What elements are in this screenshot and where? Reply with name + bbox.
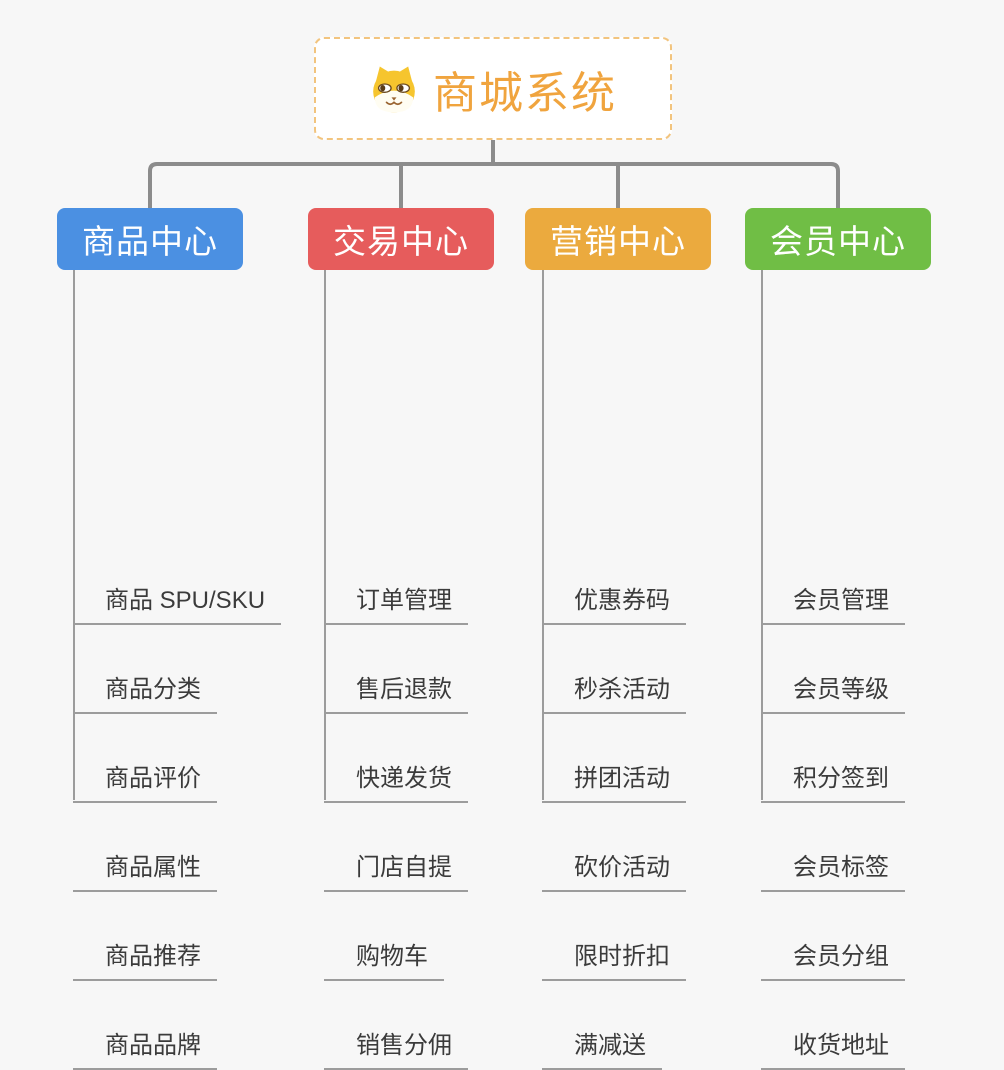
branch-label: 商品中心 xyxy=(82,223,218,260)
leaf-node[interactable]: 会员分组 xyxy=(761,942,905,981)
leaf-node[interactable]: 门店自提 xyxy=(324,853,468,892)
leaf-node[interactable]: 商品推荐 xyxy=(73,942,217,981)
leaf-node[interactable]: 限时折扣 xyxy=(542,942,686,981)
leaf-node[interactable]: 积分签到 xyxy=(761,764,905,803)
mindmap-canvas: 商城系统 商品中心 交易中心 营销中心 会员中心 商品 SPU/SKU 商品分类… xyxy=(57,37,1004,1070)
branch-trade-center[interactable]: 交易中心 xyxy=(308,208,494,270)
leaf-node[interactable]: 会员标签 xyxy=(761,853,905,892)
branch-product-center[interactable]: 商品中心 xyxy=(57,208,243,270)
leaf-node[interactable]: 优惠券码 xyxy=(542,586,686,625)
branch-label: 营销中心 xyxy=(550,223,686,260)
branch-label: 会员中心 xyxy=(770,223,906,260)
leaf-node[interactable]: 商品评价 xyxy=(73,764,217,803)
product-center-leaves: 商品 SPU/SKU 商品分类 商品评价 商品属性 商品推荐 商品品牌 xyxy=(73,270,333,1070)
dog-face-icon xyxy=(369,64,419,114)
leaf-node[interactable]: 满减送 xyxy=(542,1031,662,1070)
root-node[interactable]: 商城系统 xyxy=(314,37,672,140)
root-title: 商城系统 xyxy=(433,68,617,118)
leaf-node[interactable]: 商品属性 xyxy=(73,853,217,892)
branch-member-center[interactable]: 会员中心 xyxy=(745,208,931,270)
leaf-node[interactable]: 会员管理 xyxy=(761,586,905,625)
leaf-node[interactable]: 销售分佣 xyxy=(324,1031,468,1070)
leaf-node[interactable]: 商品分类 xyxy=(73,675,217,714)
leaf-node[interactable]: 售后退款 xyxy=(324,675,468,714)
leaf-node[interactable]: 拼团活动 xyxy=(542,764,686,803)
leaf-node[interactable]: 快递发货 xyxy=(324,764,468,803)
branch-marketing-center[interactable]: 营销中心 xyxy=(525,208,711,270)
leaf-node[interactable]: 订单管理 xyxy=(324,586,468,625)
leaf-node[interactable]: 收货地址 xyxy=(761,1031,905,1070)
leaf-node[interactable]: 砍价活动 xyxy=(542,853,686,892)
leaf-node[interactable]: 购物车 xyxy=(324,942,444,981)
leaf-node[interactable]: 秒杀活动 xyxy=(542,675,686,714)
leaf-node[interactable]: 会员等级 xyxy=(761,675,905,714)
leaf-node[interactable]: 商品品牌 xyxy=(73,1031,217,1070)
member-center-leaves: 会员管理 会员等级 积分签到 会员标签 会员分组 收货地址 xyxy=(761,270,1004,1070)
leaf-node[interactable]: 商品 SPU/SKU xyxy=(73,586,282,625)
branch-label: 交易中心 xyxy=(333,223,469,260)
